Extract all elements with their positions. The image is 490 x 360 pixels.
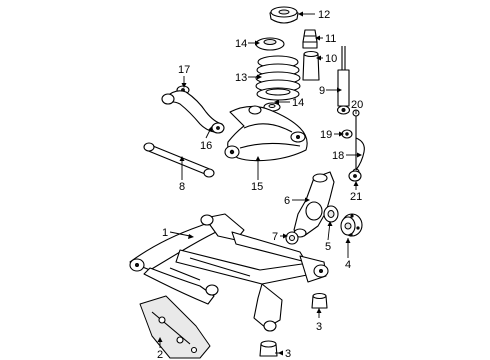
dust-boot	[302, 50, 320, 81]
bump-stop	[302, 29, 318, 49]
knuckle-bushing	[285, 231, 299, 245]
callout-labels: 12 11 10 14 13 14 9 17 16 8 15 20 19 18 …	[157, 9, 363, 360]
upper-strut-mount	[269, 6, 299, 24]
stabilizer-bar	[355, 137, 365, 171]
upper-spring-seat	[255, 37, 285, 51]
stabilizer-link	[352, 109, 360, 176]
upper-control-arm	[161, 90, 225, 134]
callout-3-lower: 3	[285, 348, 291, 360]
callout-16: 16	[200, 140, 212, 152]
callout-19: 19	[320, 129, 332, 141]
wheel-bearing	[323, 205, 339, 223]
callout-18: 18	[332, 150, 344, 162]
callout-14-upper: 14	[235, 38, 247, 50]
callout-17: 17	[178, 64, 190, 76]
callout-7: 7	[272, 231, 278, 243]
callout-15: 15	[251, 181, 263, 193]
lower-control-arm	[224, 105, 308, 162]
callout-3-upper: 3	[316, 321, 322, 333]
lower-link	[143, 142, 215, 178]
leader-arrows	[157, 11, 362, 356]
coil-spring	[255, 55, 301, 101]
subframe-bushing-lower	[259, 340, 278, 357]
callout-4: 4	[345, 259, 351, 271]
link-bushing	[348, 170, 362, 182]
callout-9: 9	[319, 85, 325, 97]
callout-14-lower: 14	[292, 97, 304, 109]
knuckle	[293, 171, 335, 238]
callout-20: 20	[351, 99, 363, 111]
callout-8: 8	[179, 181, 185, 193]
wheel-hub	[340, 213, 363, 237]
callout-6: 6	[284, 195, 290, 207]
callout-1: 1	[162, 227, 168, 239]
callout-11: 11	[325, 33, 336, 45]
callout-10: 10	[325, 53, 337, 65]
subframe-bushing-upper	[311, 292, 328, 309]
brace-plate	[139, 295, 211, 359]
callout-13: 13	[235, 72, 247, 84]
callout-2: 2	[157, 349, 163, 360]
callout-21: 21	[350, 191, 362, 203]
callout-12: 12	[318, 9, 330, 21]
crossmember	[129, 213, 329, 332]
callout-5: 5	[325, 241, 331, 253]
shock-absorber	[336, 46, 351, 115]
